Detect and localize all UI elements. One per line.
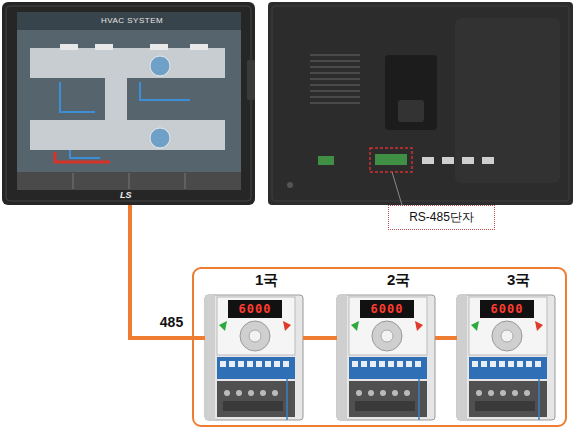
hmi-back: [442, 157, 454, 164]
inverter-box: 2국6000: [337, 295, 435, 420]
hmi-panel: HVAC SYSTEM: [2, 2, 255, 205]
hmi-back: [310, 66, 360, 68]
hmi-front: [60, 82, 95, 112]
hmi-back: [455, 18, 560, 183]
hmi-back: [482, 157, 494, 164]
display-digits: 6000: [228, 300, 282, 318]
hmi-back: [310, 55, 360, 103]
hmi-back: [422, 157, 434, 164]
hmi-front: [17, 172, 241, 190]
hmi-front: [17, 12, 241, 172]
display-digits: 6000: [480, 300, 534, 318]
station-heading: 1국: [255, 271, 295, 290]
hmi-front: [60, 44, 78, 50]
display-digits: 6000: [360, 300, 414, 318]
hmi-front: [247, 60, 255, 100]
hmi-front: [6, 6, 251, 201]
hmi-back: [385, 55, 437, 130]
hmi-back: [310, 54, 360, 56]
hmi-front: [30, 48, 225, 78]
inverter-drawing: [337, 295, 435, 420]
rs485-cable: [435, 336, 457, 340]
hmi-back: [318, 156, 334, 165]
inverter-box: 1국6000: [205, 295, 303, 420]
hmi-back: [287, 182, 293, 188]
hmi-front: [150, 44, 168, 50]
hmi-front: [190, 44, 208, 50]
hmi-front: [2, 2, 255, 205]
hmi-front: [30, 120, 225, 150]
hmi-front: [150, 56, 170, 76]
inverter-box: 3국6000: [457, 295, 555, 420]
callout-box: RS-485단자: [388, 205, 495, 230]
hmi-back: [272, 6, 569, 201]
hmi-front: [150, 128, 170, 148]
hmi-back: [310, 60, 360, 62]
hmi-front: [17, 12, 241, 30]
rs485-cable: [130, 205, 205, 338]
inverter-drawing: [205, 295, 303, 420]
hmi-front: [70, 150, 100, 158]
callout-text: RS-485단자: [389, 206, 494, 229]
rs485-cable: [303, 336, 337, 340]
hmi-back: [310, 96, 360, 98]
hmi-back: [310, 72, 360, 74]
hmi-front: [73, 173, 74, 189]
hmi-back: [375, 154, 407, 165]
brand-logo: LS: [120, 190, 132, 200]
hmi-front: [2, 2, 255, 205]
hmi-back: [268, 2, 573, 205]
hmi-front: [95, 44, 113, 50]
hmi-front: [129, 173, 130, 189]
hmi-back: [310, 78, 360, 80]
hmi-back: [310, 90, 360, 92]
group-frame: [193, 268, 566, 426]
hmi-back: [462, 157, 474, 164]
hmi-front: [185, 173, 186, 189]
station-heading: 2국: [387, 271, 427, 290]
inverter-drawing: [457, 295, 555, 420]
hmi-front: [105, 78, 127, 120]
station-heading: 3국: [507, 271, 547, 290]
hmi-back: [398, 100, 424, 122]
hmi-back: [310, 102, 360, 104]
hmi-front: [140, 82, 190, 100]
screen-title: HVAC SYSTEM: [72, 16, 192, 25]
edge-label: 485: [160, 314, 183, 330]
hmi-back: [310, 84, 360, 86]
hmi-back: [370, 148, 412, 172]
hmi-back: [392, 172, 402, 205]
hmi-back: [268, 2, 573, 205]
